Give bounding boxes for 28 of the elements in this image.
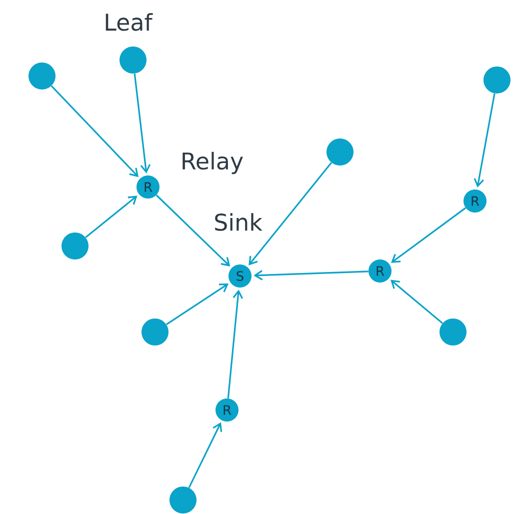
- relay-node: R: [464, 190, 486, 212]
- node-label: Relay: [182, 152, 243, 174]
- arrow: [85, 196, 138, 238]
- node-label: Sink: [215, 213, 262, 231]
- leaf-node: [120, 46, 146, 74]
- sink-node: S: [228, 264, 252, 288]
- leaf-node: [62, 232, 88, 260]
- leaf-node: [484, 66, 510, 94]
- arrow: [166, 284, 229, 326]
- relay-node: R: [216, 398, 238, 422]
- arrow: [391, 207, 466, 263]
- leaf-node: [326, 138, 354, 166]
- arrow: [188, 422, 222, 488]
- leaf-node: [28, 62, 56, 90]
- leaf-node: [170, 486, 196, 514]
- arrow: [390, 280, 443, 324]
- arrow: [254, 270, 368, 280]
- node-label: Leaf: [106, 13, 153, 31]
- relay-node: R: [136, 176, 160, 198]
- arrow: [50, 85, 139, 178]
- arrow: [248, 162, 332, 266]
- arrow: [156, 194, 230, 266]
- arrow: [134, 74, 151, 174]
- arrow: [474, 93, 496, 188]
- leaf-node: [440, 318, 466, 346]
- arrow: [227, 290, 244, 398]
- leaf-node: [142, 318, 168, 346]
- relay-node: R: [368, 260, 392, 282]
